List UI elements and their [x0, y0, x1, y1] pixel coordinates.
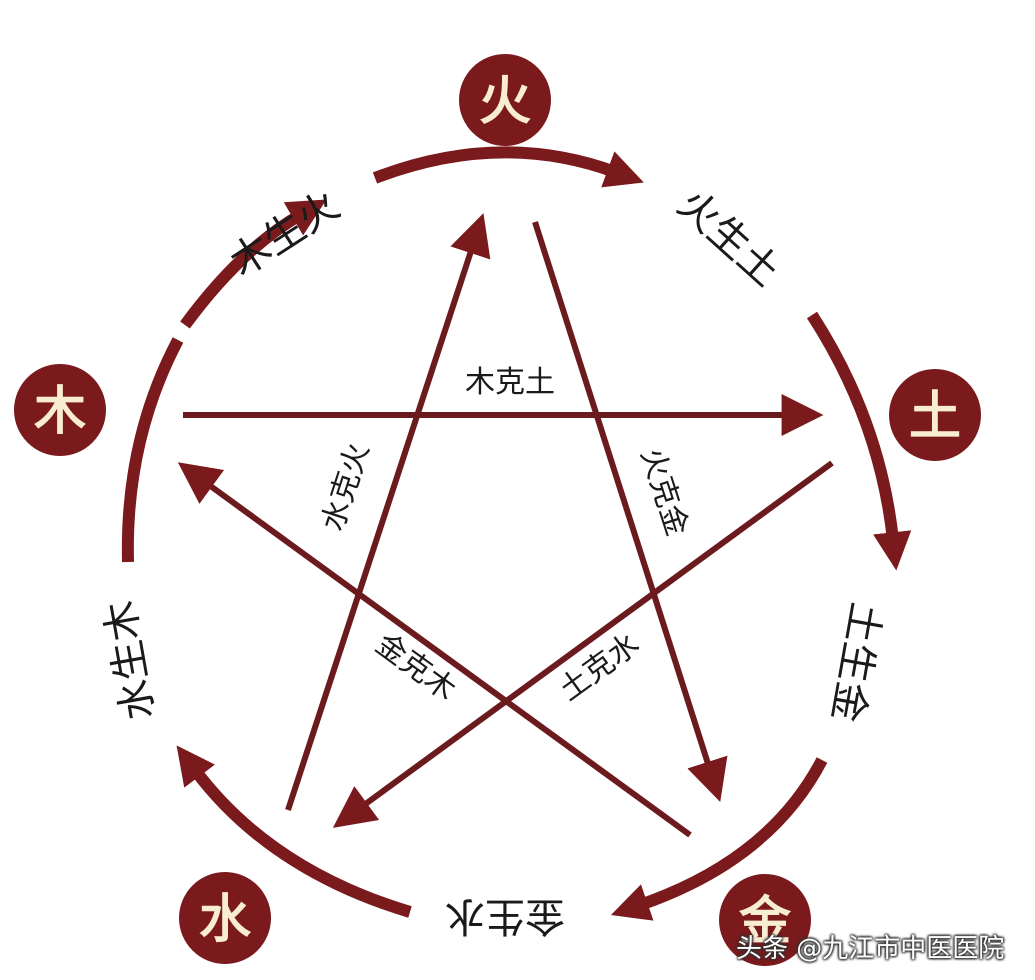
node-earth-label: 土	[909, 387, 961, 447]
generating-cycle	[121, 146, 912, 921]
line-fire-metal	[532, 221, 728, 803]
label-water-wood: 水生木	[97, 597, 163, 723]
label-wood-fire: 木生火	[222, 182, 348, 286]
node-water-label: 水	[199, 890, 252, 950]
arc-wood-fire	[180, 199, 327, 329]
arc-water-wood	[121, 337, 184, 563]
node-wood: 木	[14, 364, 106, 456]
overcoming-cycle	[177, 213, 834, 838]
line-metal-wood	[177, 462, 692, 838]
node-fire: 火	[459, 54, 551, 146]
node-wood-label: 木	[34, 382, 86, 442]
label-earth-metal: 土生金	[823, 599, 889, 725]
node-metal: 金	[719, 874, 811, 966]
arc-earth-metal	[610, 757, 828, 921]
line-water-fire	[285, 213, 491, 811]
arc-metal-water	[176, 745, 412, 918]
node-fire-label: 火	[479, 72, 531, 132]
arc-fire-earth-lead	[372, 146, 644, 188]
line-earth-water	[332, 460, 834, 828]
element-nodes: 火 土 金 水 木	[14, 54, 981, 966]
node-water: 水	[179, 872, 271, 964]
node-metal-label: 金	[738, 892, 792, 952]
label-fire-earth: 火生土	[669, 181, 789, 295]
arc-fire-earth	[806, 311, 912, 571]
label-wood-earth: 木克土	[465, 365, 555, 400]
label-fire-metal: 火克金	[633, 444, 694, 540]
label-water-fire: 水克火	[315, 439, 376, 535]
label-earth-water: 土克水	[553, 627, 646, 708]
label-metal-water: 金生水	[445, 893, 565, 939]
watermark: 头条 @九江市中医医院	[736, 934, 1005, 964]
node-earth: 土	[889, 369, 981, 461]
